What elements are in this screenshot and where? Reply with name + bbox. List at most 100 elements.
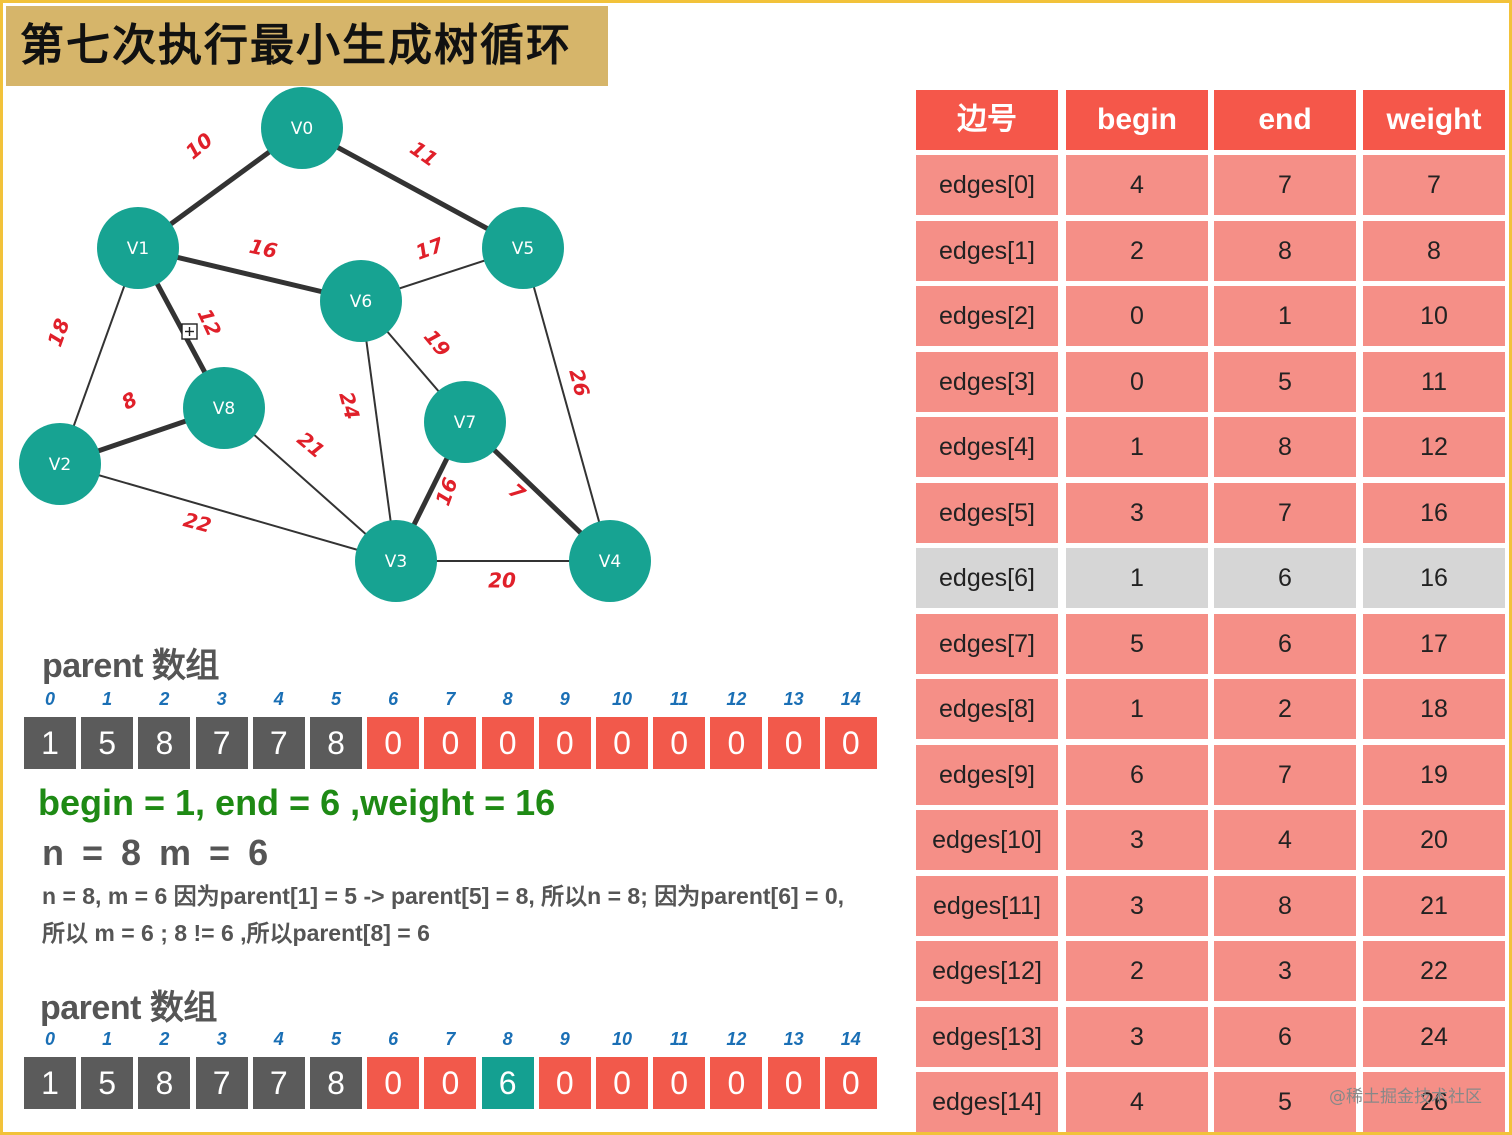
plus-box-icon[interactable] <box>181 323 198 340</box>
explanation-text: n = 8, m = 6 因为parent[1] = 5 -> parent[5… <box>42 883 845 946</box>
array-cell: 7 <box>195 1057 248 1109</box>
table-header-cell: begin <box>1066 90 1208 150</box>
table-cell: 0 <box>1066 351 1208 412</box>
array-index: 2 <box>159 689 170 709</box>
parent-array-label-1: parent 数组 <box>42 647 219 685</box>
node-circle <box>355 520 437 602</box>
table-cell: edges[4] <box>916 417 1058 477</box>
array-index: 6 <box>388 689 399 709</box>
node-circle <box>19 423 101 505</box>
table-cell: 6 <box>1214 1006 1356 1067</box>
array-cell: 0 <box>710 717 763 769</box>
table-cell: edges[10] <box>916 810 1058 870</box>
node-v7: V7 <box>424 381 506 463</box>
array-cell: 0 <box>767 1057 820 1109</box>
table-cell: 5 <box>1214 1072 1356 1132</box>
array-index: 12 <box>726 1029 747 1049</box>
table-cell: 8 <box>1214 417 1356 477</box>
array-cell: 0 <box>367 717 420 769</box>
table-cell: edges[14] <box>916 1072 1058 1132</box>
table-cell: 4 <box>1214 810 1356 870</box>
table-header-cell: weight <box>1363 90 1505 150</box>
table-cell: edges[5] <box>916 482 1058 543</box>
node-label: V0 <box>291 119 313 139</box>
array-index: 6 <box>388 1029 399 1049</box>
table-cell: 16 <box>1363 482 1505 543</box>
table-cell: 11 <box>1363 351 1505 412</box>
table-cell: 7 <box>1214 155 1356 215</box>
node-circle <box>97 207 179 289</box>
array-index: 3 <box>216 1029 227 1049</box>
table-cell: 8 <box>1363 220 1505 281</box>
table-cell: 3 <box>1066 875 1208 936</box>
array-index: 14 <box>840 689 861 709</box>
node-label: V8 <box>213 399 235 419</box>
array-cell: 0 <box>710 1057 763 1109</box>
array-index: 10 <box>611 689 633 709</box>
graph-edges <box>59 125 612 563</box>
node-v1: V1 <box>97 207 179 289</box>
table-cell: edges[2] <box>916 286 1058 346</box>
array-cell: 0 <box>538 1057 591 1109</box>
array-index: 9 <box>559 1029 570 1049</box>
table-cell: 2 <box>1066 220 1208 281</box>
table-cell: edges[0] <box>916 155 1058 215</box>
edge-v0-v5 <box>300 125 525 251</box>
array-index: 5 <box>330 1029 341 1049</box>
array-cell: 7 <box>195 717 248 769</box>
array-cell: 0 <box>824 1057 877 1109</box>
table-cell: 24 <box>1363 1006 1505 1067</box>
table-cell: 3 <box>1066 482 1208 543</box>
array-index: 12 <box>726 689 747 709</box>
array-cell: 0 <box>824 717 877 769</box>
table-cell: edges[12] <box>916 941 1058 1001</box>
table-cell: edges[1] <box>916 220 1058 281</box>
edge-weight-label: 10 <box>181 128 218 164</box>
edge-weight-label: 8 <box>117 387 141 415</box>
array-index: 4 <box>273 689 284 709</box>
edge-v2-v3 <box>59 463 397 562</box>
page-title: 第七次执行最小生成树循环 <box>6 6 608 86</box>
table-cell: 8 <box>1214 875 1356 936</box>
table-cell: 19 <box>1363 744 1505 805</box>
edge-weight-label: 11 <box>406 136 443 172</box>
node-v6: V6 <box>320 260 402 342</box>
table-cell: 22 <box>1363 941 1505 1001</box>
step-info: begin = 1, end = 6 ,weight = 16 <box>38 782 556 823</box>
edge-weight-label: 24 <box>334 389 364 422</box>
node-v8: V8 <box>183 367 265 449</box>
array-index: 11 <box>669 689 689 709</box>
array-index: 9 <box>559 689 570 709</box>
node-circle <box>482 207 564 289</box>
node-circle <box>261 87 343 169</box>
array-index: 7 <box>445 1029 456 1049</box>
array-index: 1 <box>102 1029 113 1049</box>
array-index: 13 <box>783 1029 804 1049</box>
edge-weight-label: 18 <box>43 315 75 349</box>
array-index: 10 <box>611 1029 633 1049</box>
table-cell: 17 <box>1363 613 1505 674</box>
table-cell: 21 <box>1363 875 1505 936</box>
edge-v5-v4 <box>522 247 611 562</box>
edge-weight-label: 22 <box>181 507 214 537</box>
array-index: 2 <box>159 1029 170 1049</box>
table-cell: 1 <box>1066 548 1208 608</box>
array-cell: 0 <box>596 717 648 769</box>
array-cell: 7 <box>252 1057 305 1109</box>
node-v4: V4 <box>569 520 651 602</box>
array-cell: 8 <box>138 1057 191 1109</box>
array-index: 7 <box>445 689 456 709</box>
table-cell: 4 <box>1066 1072 1208 1132</box>
table-cell: 5 <box>1066 613 1208 674</box>
table-cell: 16 <box>1363 548 1505 608</box>
node-circle <box>569 520 651 602</box>
node-circle <box>320 260 402 342</box>
edge-weight-label: 16 <box>247 234 279 263</box>
table-cell: 2 <box>1066 941 1208 1001</box>
table-cell: 1 <box>1066 417 1208 477</box>
table-cell: edges[13] <box>916 1006 1058 1067</box>
nm-info: n = 8 m = 6 <box>42 832 269 873</box>
